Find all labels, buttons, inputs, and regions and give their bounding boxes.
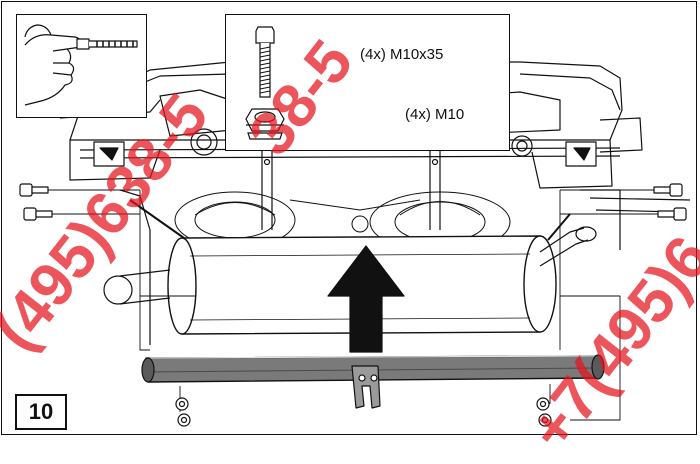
- right-bolts: [653, 183, 687, 221]
- hand-icon: [24, 24, 138, 106]
- lower-nuts: [175, 397, 552, 427]
- left-bolts: [19, 183, 53, 221]
- bolt-and-nut-icon: [245, 26, 285, 140]
- fastener-parts-inset: [225, 14, 510, 151]
- bolt-spec-label: (4x) M10x35: [360, 46, 444, 63]
- nut-spec-label: (4x) M10: [405, 106, 465, 123]
- install-direction-arrow: [327, 245, 405, 353]
- fastener-leaders: [40, 189, 664, 421]
- step-number: 10: [15, 394, 67, 430]
- hand-tighten-inset: [16, 14, 147, 118]
- diagram-frame: [1, 1, 697, 435]
- towbar-crossbeam: [141, 354, 605, 409]
